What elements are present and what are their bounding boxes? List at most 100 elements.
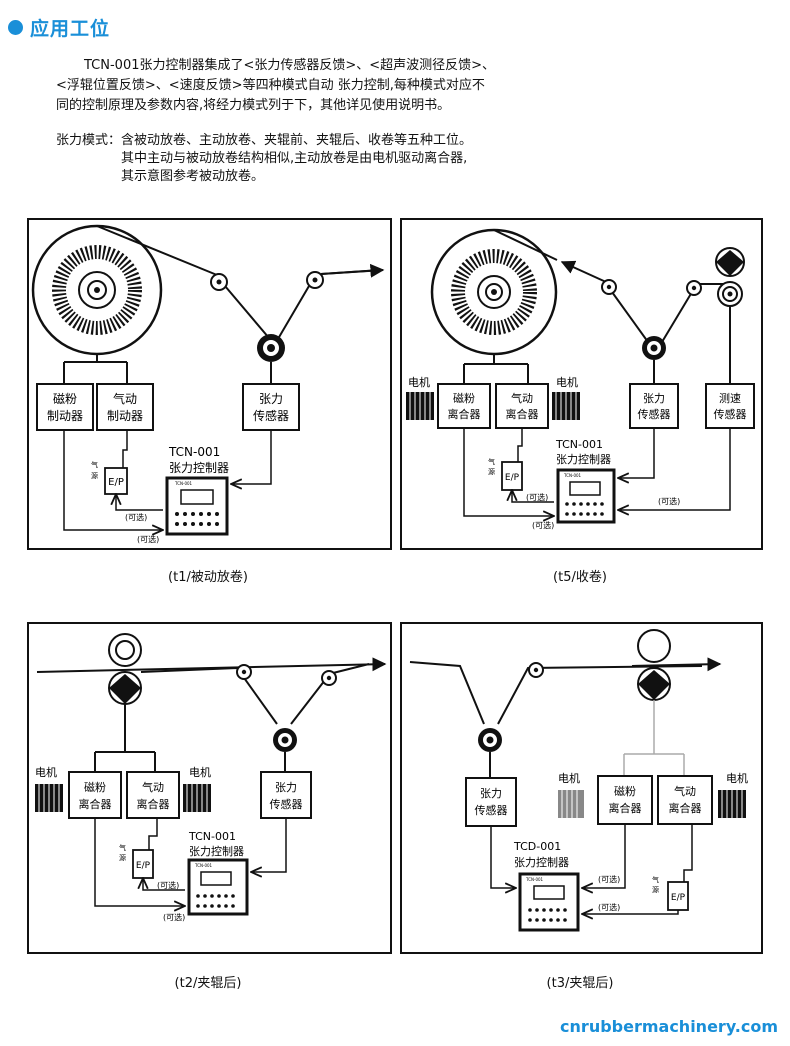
svg-text:(可选): (可选) [532,520,554,530]
caption-t3: (t3/夹辊后) [546,976,614,991]
svg-text:TCD-001: TCD-001 [513,840,561,853]
svg-text:传感器: 传感器 [475,804,508,817]
motor-icon [183,784,211,812]
svg-text:离合器: 离合器 [506,407,539,421]
svg-text:源: 源 [652,885,659,894]
box-label: 张力 [259,392,283,406]
web-path [36,657,387,673]
svg-text:气动: 气动 [142,780,164,794]
svg-text:传感器: 传感器 [638,408,671,421]
web-path [96,225,382,345]
section-title: 应用工位 [30,18,111,40]
box-label: 气动 [113,391,137,406]
svg-text:离合器: 离合器 [448,407,481,421]
svg-text:张力: 张力 [480,787,502,800]
box-label: 制动器 [47,409,83,423]
magnetic-clutch-box [68,771,122,819]
svg-text:电机: 电机 [726,771,748,785]
svg-text:电机: 电机 [558,771,580,785]
svg-text:TCN-001: TCN-001 [188,830,236,843]
magnetic-clutch-box [597,775,653,825]
site-watermark[interactable]: cnrubbermachinery.com [560,1017,778,1036]
tension-sensor-box [260,771,312,819]
svg-text:张力: 张力 [643,392,665,405]
svg-text:测速: 测速 [719,392,741,405]
svg-text:张力控制器: 张力控制器 [189,844,244,858]
diagram-t3-after-nip: 张力 传感器 电机 电机 磁粉 离合器 气动 离合器 TCD-001 张力控制器… [400,622,763,954]
controller-name-label: 张力控制器 [169,461,229,475]
caption-t2: (t2/夹辊后) [174,976,242,991]
svg-text:TCN-001: TCN-001 [174,481,193,486]
bullet-dot-icon [8,20,23,35]
svg-text:源: 源 [488,467,495,476]
tension-sensor-box [242,383,300,431]
svg-text:(可选): (可选) [598,874,620,884]
svg-text:气: 气 [488,457,495,466]
optional-label: (可选) [125,512,147,522]
nip-roller-icon [637,629,671,663]
svg-text:气: 气 [119,843,126,852]
magnetic-clutch-box [437,383,491,429]
pneumatic-brake-box [96,383,154,431]
motor-icon [718,790,746,818]
intro-line: 同的控制原理及参数内容,将经力模式列于下，其他详见使用说明书。 [56,98,451,113]
caption-t5: (t5/收卷) [553,570,607,585]
motor-label: 电机 [408,375,430,389]
tension-mode-note: 张力模式： 含被动放卷、主动放卷、夹辊前、夹辊后、收卷等五种工位。 其中主动与被… [56,132,526,186]
svg-text:气: 气 [652,875,659,884]
diagram-t1-passive-unwind: 磁粉 制动器 气动 制动器 张力 传感器 TCN-001 张力控制器 TCN-0… [27,218,392,550]
pneumatic-clutch-box [126,771,180,819]
svg-text:(可选): (可选) [157,880,179,890]
motor-icon [558,790,584,818]
tension-sensor-box [465,777,517,827]
svg-text:张力: 张力 [275,781,297,794]
svg-text:离合器: 离合器 [609,801,642,815]
box-label: 磁粉 [53,391,77,406]
svg-text:电机: 电机 [35,765,57,779]
motor-icon [35,784,63,812]
svg-text:离合器: 离合器 [669,801,702,815]
air-source-label: 气 [91,460,98,469]
pneumatic-clutch-box [495,383,549,429]
box-label: 传感器 [253,408,289,423]
svg-text:(可选): (可选) [598,902,620,912]
svg-text:TCN-001: TCN-001 [194,863,213,868]
feedback-line [231,430,272,484]
tension-mode-line: 含被动放卷、主动放卷、夹辊前、夹辊后、收卷等五种工位。 [121,133,473,148]
intro-line: <浮辊位置反馈>、<速度反馈>等四种模式自动 张力控制,每种模式对应不 [56,78,485,93]
diagram-t5-rewind: 电机 电机 磁粉 离合器 气动 离合器 张力 传感器 测速 传感器 TCN-00… [400,218,763,550]
svg-text:气动: 气动 [511,391,533,405]
intro-paragraph: TCN-001张力控制器集成了<张力传感器反馈>、<超声波测径反馈>、 <浮辊位… [56,56,516,116]
svg-text:磁粉: 磁粉 [453,392,475,405]
svg-text:TCN-001: TCN-001 [555,438,603,451]
box-label: 制动器 [107,409,143,423]
caption-t1: (t1/被动放卷) [168,570,248,585]
tension-mode-label: 张力模式： [56,133,122,148]
tension-controller-icon [518,872,580,932]
svg-text:磁粉: 磁粉 [614,785,636,798]
pneumatic-line [122,430,128,468]
section-header: 应用工位 [8,14,110,41]
svg-text:TCN-001: TCN-001 [563,473,582,478]
svg-text:离合器: 离合器 [137,797,170,811]
svg-text:TCN-001: TCN-001 [525,877,544,882]
speed-sensor-box [705,383,755,429]
magnetic-brake-box [36,383,94,431]
controller-model-label: TCN-001 [168,445,220,459]
tension-sensor-box [629,383,679,429]
svg-text:E/P: E/P [136,861,151,871]
svg-text:传感器: 传感器 [270,798,303,811]
air-source-label: 源 [91,471,98,480]
pneumatic-clutch-box [657,775,713,825]
intro-line: TCN-001张力控制器集成了<张力传感器反馈>、<超声波测径反馈>、 [84,58,496,73]
svg-text:传感器: 传感器 [714,408,747,421]
tension-controller-icon [165,476,229,536]
svg-text:源: 源 [119,853,126,862]
optional-label: (可选) [137,534,159,544]
svg-text:气动: 气动 [674,784,696,798]
svg-text:离合器: 离合器 [79,797,112,811]
svg-text:(可选): (可选) [658,496,680,506]
svg-text:磁粉: 磁粉 [84,781,106,794]
svg-text:E/P: E/P [505,473,520,483]
svg-text:张力控制器: 张力控制器 [556,452,611,466]
